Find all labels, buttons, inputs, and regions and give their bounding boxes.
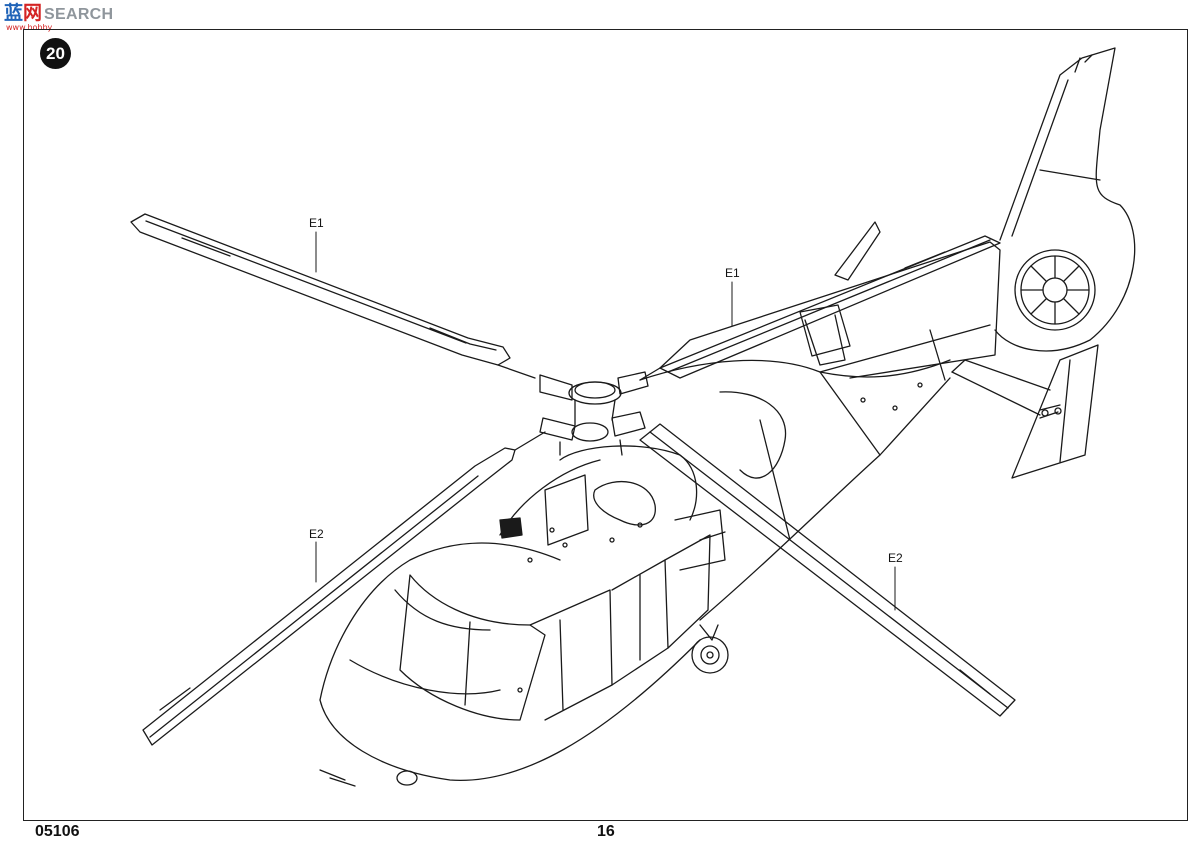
page-frame xyxy=(23,29,1188,821)
rotor-blade-lower-left xyxy=(142,431,546,746)
tail-fin xyxy=(994,47,1136,352)
page-number: 16 xyxy=(597,823,615,840)
horizontal-stabilizer xyxy=(951,344,1099,479)
callout-e1-right: E1 xyxy=(725,266,740,280)
small-fin xyxy=(804,221,881,366)
rotor-blade-lower-right xyxy=(639,423,1016,717)
watermark-chinese: 蓝网 xyxy=(4,3,42,23)
watermark-char-2: 网 xyxy=(23,2,43,24)
watermark-url: www.hobby... xyxy=(6,23,59,32)
watermark-char-1: 蓝 xyxy=(4,2,24,24)
detail-marks xyxy=(517,382,923,693)
watermark-logo: 蓝网 SEARCH www.hobby... xyxy=(4,3,114,32)
callout-e2-right: E2 xyxy=(888,551,903,565)
rotor-hub xyxy=(539,371,649,456)
callout-e2-left: E2 xyxy=(309,527,324,541)
rotor-blade-upper-left xyxy=(130,213,536,379)
kit-number: 05106 xyxy=(35,823,80,840)
landing-gear xyxy=(319,624,729,787)
step-number-badge: 20 xyxy=(40,38,71,69)
watermark-brand: SEARCH xyxy=(44,6,114,23)
callout-e1-left: E1 xyxy=(309,216,324,230)
fuselage xyxy=(319,241,1001,782)
callout-leaders xyxy=(315,231,896,611)
